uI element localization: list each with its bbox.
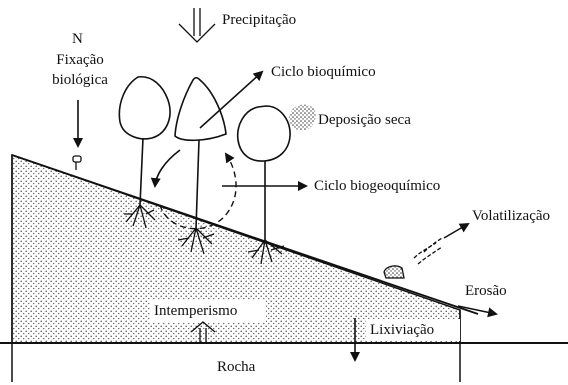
fixation-label-line1: Fixação [42, 53, 118, 68]
nitrogen-label: N [72, 32, 83, 47]
cycle-arrow-solid [155, 150, 180, 186]
weathering-label: Intemperismo [154, 304, 237, 319]
biochemical-cycle-label: Ciclo bioquímico [271, 65, 376, 80]
volatilization-arrow [444, 224, 468, 238]
erosion-label: Erosão [465, 284, 507, 299]
volatilization-label: Volatilização [472, 209, 550, 224]
dry-deposition-label: Deposição seca [318, 113, 411, 128]
dry-deposition-cloud [289, 105, 316, 131]
volatilization-plume [414, 238, 442, 264]
leaching-label: Lixiviação [370, 323, 434, 338]
small-plant-left [73, 156, 81, 170]
precipitation-arrows [179, 8, 215, 42]
biogeochemical-cycle-label: Ciclo biogeoquímico [314, 179, 440, 194]
rock-label: Rocha [217, 360, 255, 375]
small-plant-right [384, 266, 404, 278]
precipitation-label: Precipitação [222, 13, 296, 28]
fixation-label-line2: biológica [42, 73, 118, 88]
